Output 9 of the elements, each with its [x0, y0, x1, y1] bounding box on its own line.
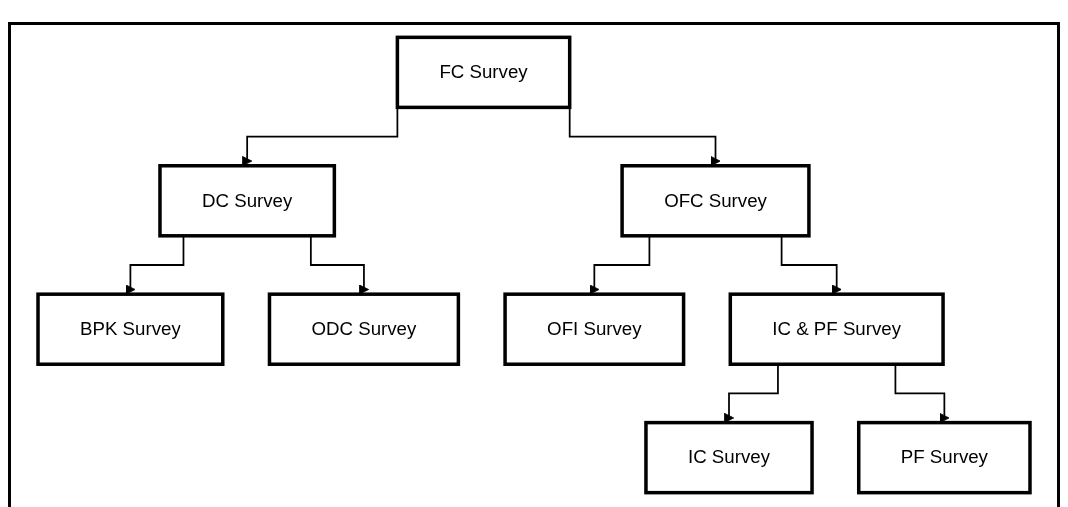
node-box: DC Survey	[158, 164, 337, 238]
node-box: BPK Survey	[36, 292, 225, 366]
node-box: OFC Survey	[620, 164, 811, 238]
node-box: IC Survey	[644, 420, 814, 495]
node-box: FC Survey	[395, 35, 572, 110]
node-box: ODC Survey	[267, 292, 461, 366]
node-box: IC & PF Survey	[728, 292, 945, 366]
node-box: PF Survey	[857, 420, 1032, 495]
node-box: OFI Survey	[503, 292, 686, 366]
